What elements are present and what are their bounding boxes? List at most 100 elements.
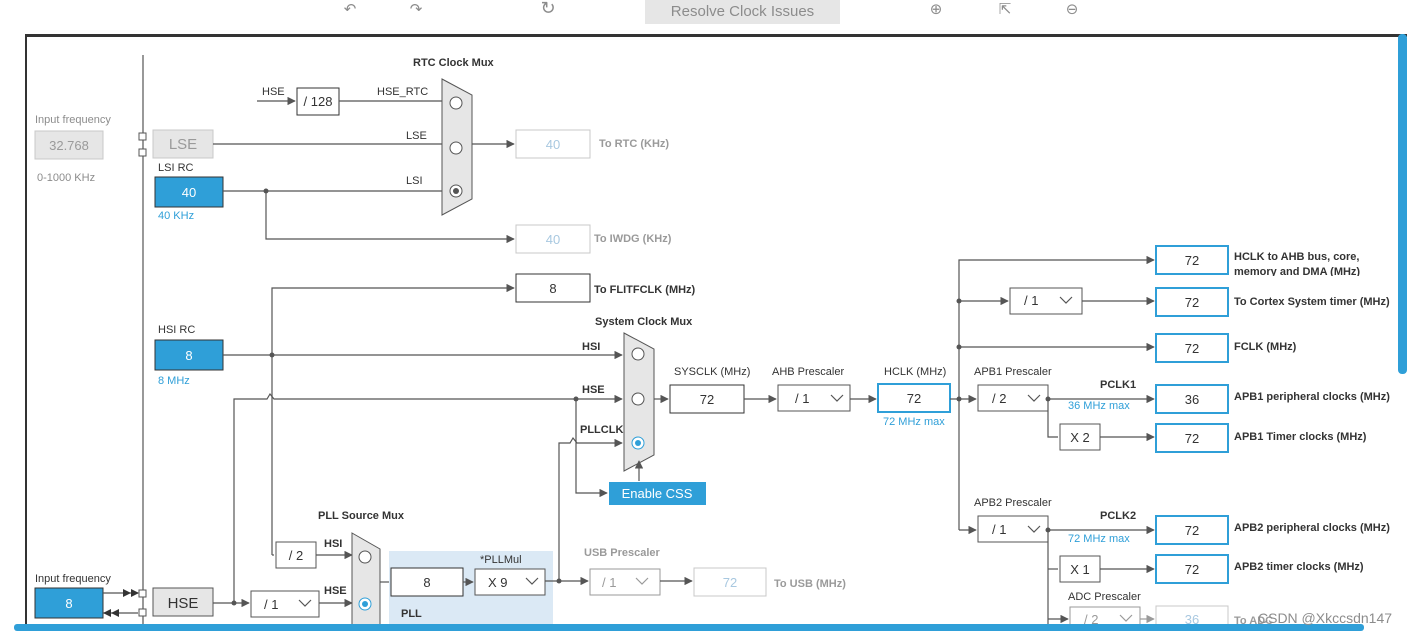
undo-icon[interactable]: ↶ <box>343 0 357 18</box>
to-flitfclk-value: 8 <box>549 281 556 296</box>
adc-prescaler-value: / 2 <box>1084 612 1098 627</box>
hse-input-frequency-field[interactable] <box>34 587 104 619</box>
pll-input-value-box <box>390 567 464 597</box>
watermark: CSDN @Xkccsdn147 <box>1258 610 1393 626</box>
apb2-timer-output[interactable] <box>1155 554 1229 584</box>
pll-hsi-divider-value: / 2 <box>289 548 303 563</box>
zoom-in-icon[interactable]: ⊕ <box>929 0 943 18</box>
redo-icon[interactable]: ↷ <box>409 0 423 18</box>
hse-pin-osc-in <box>138 589 147 598</box>
rtc-lsi-label: LSI <box>406 175 423 187</box>
rtc-mux-radio-hse[interactable] <box>449 96 463 110</box>
ahb-prescaler-select[interactable] <box>777 384 851 412</box>
adc-prescaler-label: ADC Prescaler <box>1068 591 1141 603</box>
pll-label: PLL <box>401 608 422 620</box>
lse-input-frequency-label: Input frequency <box>35 114 111 126</box>
vertical-scrollbar[interactable] <box>1398 34 1407 374</box>
hclk-ahb-label-line1: HCLK to AHB bus, core, <box>1234 251 1360 263</box>
horizontal-scrollbar[interactable] <box>14 624 1364 631</box>
adc-value: 36 <box>1185 612 1199 627</box>
lse-input-frequency-value: 32.768 <box>49 138 89 153</box>
sysclk-label: SYSCLK (MHz) <box>674 366 750 378</box>
lsi-rc-title: LSI RC <box>158 162 194 174</box>
ahb-prescaler-label: AHB Prescaler <box>772 366 844 378</box>
to-rtc-value: 40 <box>546 137 560 152</box>
apb2-timer-multiplier-value: X 1 <box>1070 562 1090 577</box>
hclk-value: 72 <box>907 391 921 406</box>
apb1-peripheral-label: APB1 peripheral clocks (MHz) <box>1234 391 1390 403</box>
hse-block[interactable] <box>152 587 214 617</box>
sysclk-mux-hsi-label: HSI <box>582 341 600 353</box>
hse-block-label: HSE <box>168 595 199 612</box>
fit-screen-icon[interactable]: ⇱ <box>998 0 1012 18</box>
zoom-out-icon[interactable]: ⊖ <box>1065 0 1079 18</box>
lse-block-label: LSE <box>169 136 197 153</box>
toolbar: ↶ ↷ ↻ Resolve Clock Issues ⊕ ⇱ ⊖ <box>0 0 1420 24</box>
cortex-timer-value: 72 <box>1185 295 1199 310</box>
pll-source-mux-title: PLL Source Mux <box>318 510 405 522</box>
pll-hse-divider-select[interactable] <box>250 590 320 618</box>
hse-input-frequency-label: Input frequency <box>35 573 111 585</box>
chevron-down-icon <box>298 599 312 607</box>
clock-tree-diagram: Input frequency 32.768 0-1000 KHz LSE LS… <box>34 55 1390 629</box>
lse-pin-osc-out <box>138 148 147 157</box>
sysclk-value: 72 <box>700 392 714 407</box>
rtc-mux-radio-lse[interactable] <box>449 141 463 155</box>
to-rtc-value-box <box>515 129 591 159</box>
lsi-rc-block[interactable] <box>154 176 224 208</box>
pll-hsi-divider <box>275 541 317 569</box>
apb2-peripheral-output[interactable] <box>1155 515 1229 545</box>
sysclk-mux-radio-hsi[interactable] <box>631 347 645 361</box>
cortex-timer-label: To Cortex System timer (MHz) <box>1234 296 1390 308</box>
hclk-max-label: 72 MHz max <box>883 416 945 428</box>
pll-source-mux <box>351 532 381 629</box>
apb1-timer-value: 72 <box>1185 431 1199 446</box>
hsi-rc-value: 8 <box>185 348 192 363</box>
to-rtc-label: To RTC (KHz) <box>599 138 669 150</box>
lse-pin-osc-in <box>138 132 147 141</box>
pll-mux-hse-label: HSE <box>324 585 347 597</box>
apb2-peripheral-value: 72 <box>1185 523 1199 538</box>
apb2-timer-value: 72 <box>1185 562 1199 577</box>
pll-mul-select[interactable] <box>474 568 546 596</box>
apb1-timer-multiplier-value: X 2 <box>1070 430 1090 445</box>
rtc-hse-rtc-label: HSE_RTC <box>377 86 428 98</box>
apb1-peripheral-output[interactable] <box>1155 384 1229 414</box>
apb1-max-label: 36 MHz max <box>1068 400 1130 412</box>
apb1-peripheral-value: 36 <box>1185 392 1199 407</box>
ahb-prescaler-value: / 1 <box>795 391 809 406</box>
hclk-input[interactable] <box>877 383 951 413</box>
chevron-down-icon <box>1119 614 1133 622</box>
chevron-down-icon <box>525 577 539 585</box>
cortex-prescaler-select[interactable] <box>1009 287 1083 315</box>
lse-block[interactable] <box>152 129 214 159</box>
apb2-max-label: 72 MHz max <box>1068 533 1130 545</box>
cortex-timer-output[interactable] <box>1155 287 1229 317</box>
usb-prescaler-select[interactable] <box>589 568 661 596</box>
pll-mux-radio-hsi[interactable] <box>358 550 372 564</box>
enable-css-button[interactable] <box>609 482 706 505</box>
apb1-timer-output[interactable] <box>1155 423 1229 453</box>
pll-mul-value: X 9 <box>488 575 508 590</box>
hse-input-frequency-value: 8 <box>65 596 72 611</box>
sysclk-mux-radio-pllclk-dot <box>635 440 641 446</box>
resolve-clock-issues-button[interactable]: Resolve Clock Issues <box>645 0 840 24</box>
hsi-rc-block[interactable] <box>154 339 224 371</box>
cortex-prescaler-value: / 1 <box>1024 293 1038 308</box>
fclk-output[interactable] <box>1155 333 1229 363</box>
hclk-ahb-output[interactable] <box>1155 245 1229 275</box>
refresh-icon[interactable]: ↻ <box>540 0 556 19</box>
lse-input-frequency-field[interactable] <box>34 130 104 160</box>
sysclk-mux-radio-hse[interactable] <box>631 392 645 406</box>
apb2-prescaler-label: APB2 Prescaler <box>974 497 1052 509</box>
hse-rtc-divider <box>296 87 340 116</box>
chevron-down-icon <box>635 577 649 585</box>
usb-value: 72 <box>723 575 737 590</box>
apb1-timer-multiplier <box>1059 423 1101 451</box>
sysclk-value-box <box>669 384 745 414</box>
chevron-down-icon <box>1059 296 1073 304</box>
lse-range-label: 0-1000 KHz <box>37 172 95 184</box>
pll-mul-label: *PLLMul <box>480 554 522 566</box>
apb1-timer-label: APB1 Timer clocks (MHz) <box>1234 431 1367 443</box>
apb2-peripheral-label: APB2 peripheral clocks (MHz) <box>1234 522 1390 534</box>
